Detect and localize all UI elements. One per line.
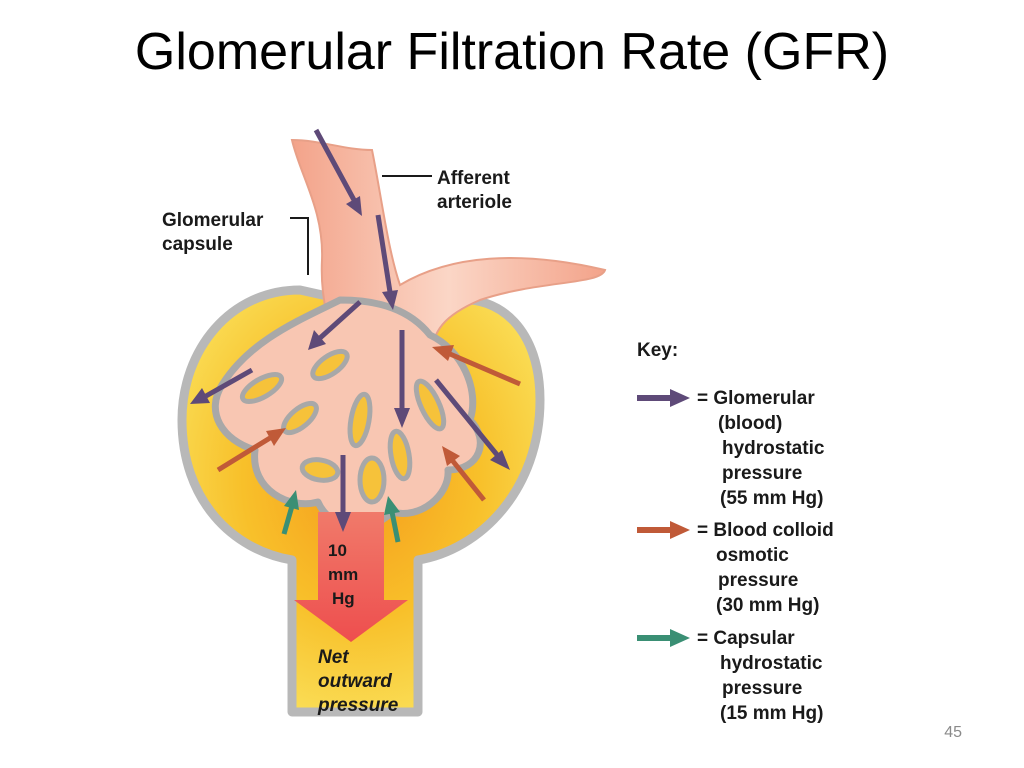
key-item-capsular-line4: (15 mm Hg)	[720, 703, 823, 724]
key-item-glomerular: = Glomerular (blood) hydrostatic pressur…	[637, 388, 825, 509]
key-item-capsular-line3: pressure	[722, 678, 802, 699]
colloid-pressure-arrows	[216, 345, 521, 502]
key-item-colloid-line3: pressure	[718, 570, 798, 591]
key-item-capsular-line2: hydrostatic	[720, 653, 823, 674]
orange-arrow	[432, 345, 521, 387]
key-item-glomerular-line1: = Glomerular	[697, 388, 815, 409]
green-arrow	[384, 496, 401, 543]
capsule-label-line2: capsule	[162, 234, 233, 255]
net-value-line3: Hg	[332, 589, 355, 608]
purple-arrow	[335, 455, 351, 532]
key-item-colloid-line1: = Blood colloid	[697, 520, 834, 541]
net-value-line2: mm	[328, 565, 358, 584]
slide-number: 45	[944, 724, 962, 741]
net-caption-line2: outward	[318, 671, 392, 692]
key-item-glomerular-line5: (55 mm Hg)	[720, 488, 823, 509]
capsule-label-line1: Glomerular	[162, 210, 264, 231]
purple-arrow	[190, 367, 254, 404]
afferent-label-line1: Afferent	[437, 168, 511, 189]
net-caption-line1: Net	[318, 647, 349, 668]
net-caption-line3: pressure	[317, 695, 399, 716]
key-item-colloid: = Blood colloid osmotic pressure (30 mm …	[637, 520, 834, 616]
purple-arrow	[394, 330, 410, 428]
arrow-icon	[670, 389, 690, 407]
orange-arrow	[442, 446, 486, 502]
capsule-leader-line	[290, 217, 309, 275]
orange-arrow	[216, 428, 286, 473]
capsular-pressure-arrows	[281, 490, 401, 543]
key-item-capsular-line1: = Capsular	[697, 628, 795, 649]
purple-arrow	[308, 300, 362, 350]
slide-title: Glomerular Filtration Rate (GFR)	[134, 23, 890, 81]
key-heading: Key:	[637, 340, 678, 361]
green-arrow	[281, 490, 299, 535]
glomerular-pressure-arrows	[190, 128, 510, 532]
key-item-glomerular-line4: pressure	[722, 463, 802, 484]
key-item-capsular: = Capsular hydrostatic pressure (15 mm H…	[637, 628, 823, 724]
afferent-label-line2: arteriole	[437, 192, 512, 213]
purple-arrow	[313, 128, 362, 216]
purple-arrow	[375, 214, 398, 310]
net-value-line1: 10	[328, 541, 347, 560]
arrow-icon	[670, 521, 690, 539]
key-item-glomerular-line2: (blood)	[718, 413, 782, 434]
capillary-loops	[239, 348, 447, 505]
net-pressure-arrow	[294, 512, 408, 642]
key-item-colloid-line4: (30 mm Hg)	[716, 595, 819, 616]
key-item-glomerular-line3: hydrostatic	[722, 438, 825, 459]
purple-arrow	[434, 378, 510, 470]
arrow-icon	[670, 629, 690, 647]
key-item-colloid-line2: osmotic	[716, 545, 789, 566]
